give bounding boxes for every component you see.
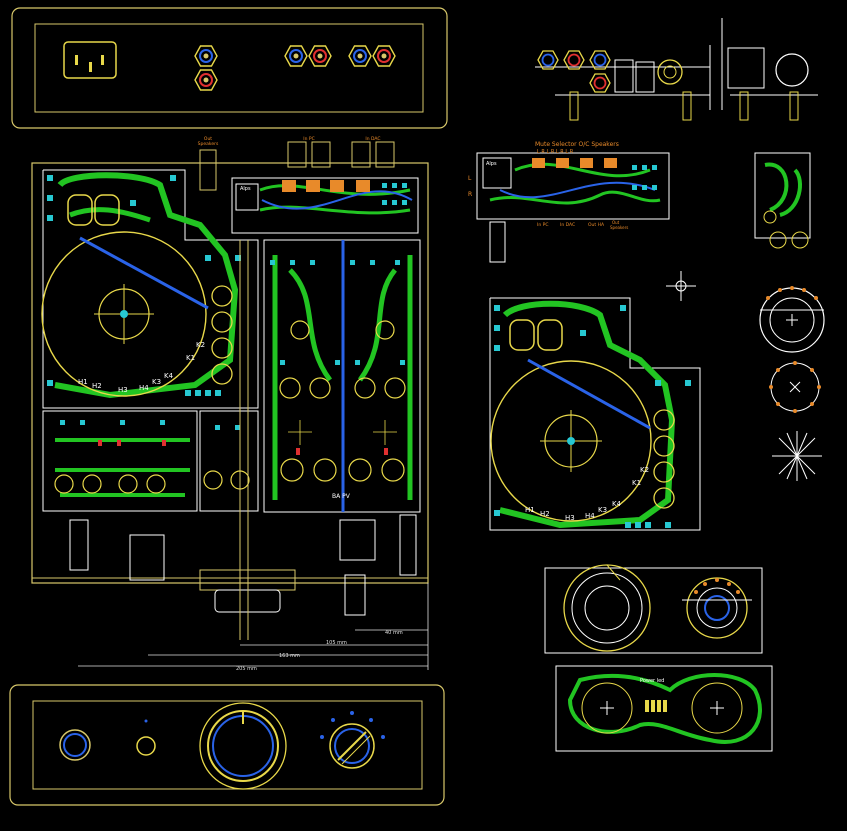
dimension-lines [78,583,429,670]
knob-detail-1 [759,286,825,353]
dim-40: 40 mm [385,630,403,636]
dim-163: 163 mm [279,653,300,659]
crosshair-marker [666,271,696,301]
side-elevation [535,18,818,121]
svg-text:Out HA: Out HA [588,222,605,228]
tap-label-k2: K2 [196,341,205,349]
svg-text:L: L [468,175,472,182]
volume-knob [199,702,287,790]
iec-power-inlet [63,41,117,79]
svg-text:K4: K4 [612,500,622,508]
label-speakers: Speakers [198,141,219,147]
tap-label-k3: K3 [152,378,161,386]
star-detail [772,431,822,481]
knob-mount-plate [544,564,763,654]
svg-text:K1: K1 [632,479,641,487]
tap-label-h2: H2 [92,382,102,390]
headphone-jack [59,729,91,761]
knob-detail-2 [769,361,821,413]
svg-text:H1: H1 [525,506,535,514]
svg-text:H2: H2 [540,510,550,518]
front-shaft-components [69,240,417,640]
svg-text:Speakers: Speakers [610,225,628,230]
svg-text:Alps: Alps [240,186,251,192]
label-in-dac: In DAC [365,136,380,142]
selector-board: Alps [231,177,419,234]
label-power-led: Power led [640,678,664,684]
dim-105: 105 mm [326,640,347,646]
svg-text:H4: H4 [585,512,595,520]
power-led [136,719,156,756]
svg-text:K3: K3 [598,506,607,514]
svg-text:K2: K2 [640,466,649,474]
svg-text:Out: Out [204,136,212,142]
svg-text:H3: H3 [565,514,575,522]
dim-205: 205 mm [236,666,257,672]
selector-header: Mute Selector O/C Speakers [535,141,619,148]
chassis-top-view: Out Speakers In PC In DAC [31,136,429,672]
selector-channels: L R L R L R L R [537,149,574,155]
tap-label-h1: H1 [78,378,88,386]
psu-board: H1 H2 H3 H4 K1 K2 K3 K4 [41,169,259,409]
tap-label-h3: H3 [118,386,128,394]
small-output-board [754,152,811,249]
psu-board-detail: H1 H2 H3 H4 K1 K2 K3 K4 [489,297,701,531]
tap-label-h4: H4 [139,384,149,392]
amplifier-boards: BA PV [263,239,421,513]
front-panel [9,684,445,806]
selector-knob [320,711,385,769]
tap-label-k1: K1 [186,354,195,362]
svg-text:BA PV: BA PV [332,493,351,500]
svg-text:Alps: Alps [486,161,497,167]
svg-text:R: R [468,191,472,198]
lower-left-boards [42,410,259,512]
led-board: Power led [555,665,773,752]
svg-text:Out: Out [612,220,620,225]
selector-board-detail: Mute Selector O/C Speakers L R L R L R L… [468,141,670,263]
label-in-pc: In PC [303,136,314,142]
rca-jacks-rear [194,45,396,91]
svg-text:In PC: In PC [537,222,548,228]
tap-label-k4: K4 [164,372,174,380]
rear-panel [11,7,448,129]
svg-text:In DAC: In DAC [560,222,575,228]
